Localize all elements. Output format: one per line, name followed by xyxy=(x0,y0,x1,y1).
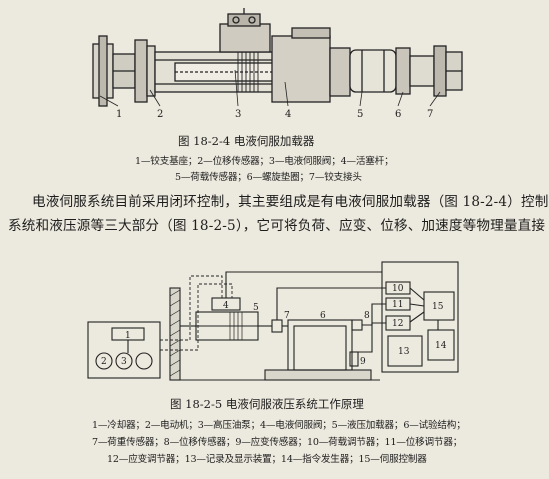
label-1: 1 xyxy=(125,331,131,341)
sensor-9 xyxy=(349,351,359,367)
control-cabinet xyxy=(381,261,459,373)
part-num-6: 6 xyxy=(395,109,401,120)
label-11: 11 xyxy=(392,300,403,310)
actuator-drawing: 1 2 3 4 5 6 7 xyxy=(92,8,463,120)
label-5: 5 xyxy=(253,303,259,313)
label-3: 3 xyxy=(121,357,127,367)
label-7: 7 xyxy=(284,311,290,321)
paragraph-line-1: 电液伺服系统目前采用闭环控制，其主要组成是有电液伺服加载器（图 18-2-4）控… xyxy=(32,194,549,210)
label-4: 4 xyxy=(223,301,229,311)
figure-1-caption: 图 18-2-4 电液伺服加载器 xyxy=(178,134,315,148)
figure-2-caption: 图 18-2-5 电液伺服液压系统工作原理 xyxy=(170,397,364,411)
box-2 xyxy=(95,352,113,370)
label-8: 8 xyxy=(364,311,370,321)
part-num-1: 1 xyxy=(116,109,122,120)
test-structure xyxy=(287,319,353,371)
figure-1-legend-line-1: 1—铰支基座；2—位移传感器；3—电液伺服阀；4—活塞杆； xyxy=(135,156,394,167)
label-13: 13 xyxy=(398,347,410,357)
label-15: 15 xyxy=(432,302,444,312)
figure-1-legend-line-2: 5—荷载传感器；6—螺旋垫圈；7—铰支接头 xyxy=(175,172,362,183)
sensor-8 xyxy=(351,319,363,331)
figure-2-legend-line-2: 7—荷重传感器；8—位移传感器；9—应变传感器；10—荷载调节器；11—位移调节… xyxy=(92,437,463,448)
part-num-3: 3 xyxy=(235,109,241,120)
box-3 xyxy=(115,352,133,370)
reaction-wall xyxy=(169,287,181,381)
figure-2-legend-line-3: 12—应变调节器；13—记录及显示装置；14—指令发生器；15—伺服控制器 xyxy=(107,454,427,465)
label-9: 9 xyxy=(360,357,366,367)
hydraulic-power-unit xyxy=(87,321,161,379)
label-6: 6 xyxy=(320,311,326,321)
load-cell-7 xyxy=(271,319,283,333)
label-2: 2 xyxy=(101,357,107,367)
part-num-7: 7 xyxy=(427,109,433,120)
servo-valve xyxy=(219,23,271,53)
part-num-5: 5 xyxy=(357,109,363,120)
paragraph-line-2: 系统和液压源等三大部分（图 18-2-5），它可将负荷、应变、位移、加速度等物理… xyxy=(8,218,546,234)
box-14 xyxy=(427,329,455,361)
box-13 xyxy=(387,335,423,367)
part-num-4: 4 xyxy=(285,109,291,120)
label-14: 14 xyxy=(435,341,447,351)
part-num-2: 2 xyxy=(157,109,163,120)
figure-2-legend-line-1: 1—冷却器；2—电动机；3—高压油泵；4—电液伺服阀；5—液压加载器；6—试验结… xyxy=(92,420,466,431)
label-10: 10 xyxy=(392,284,404,294)
label-12: 12 xyxy=(392,319,403,329)
